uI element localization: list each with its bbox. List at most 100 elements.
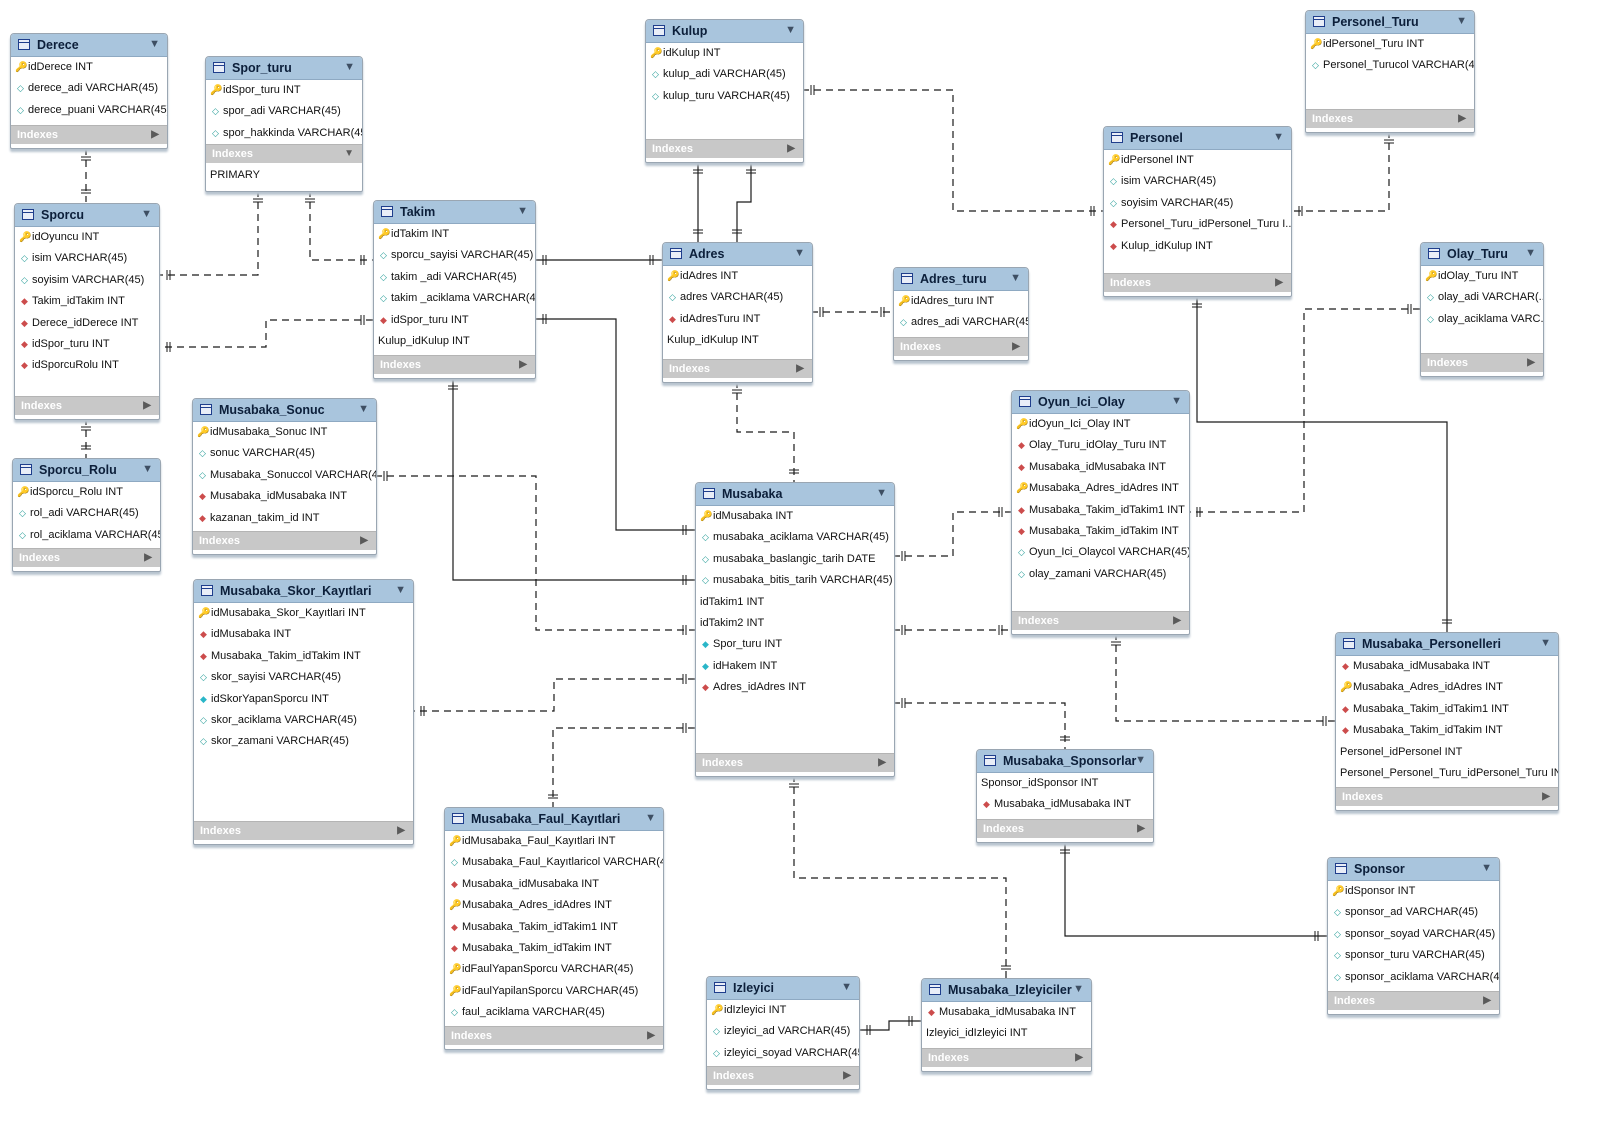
table-izleyici[interactable]: Izleyici▼🔑idIzleyici INT◇izleyici_ad VAR… — [706, 976, 860, 1090]
column-row[interactable]: 🔑idSpor_turu INT — [206, 80, 362, 101]
column-row[interactable]: ◆Musabaka_Takim_idTakim1 INT — [445, 917, 663, 938]
column-row[interactable]: ◇sponsor_ad VARCHAR(45) — [1328, 902, 1499, 923]
chevron-down-icon[interactable]: ▼ — [142, 463, 153, 475]
column-row[interactable]: ◇derece_adi VARCHAR(45) — [11, 78, 167, 99]
table-sponsor[interactable]: Sponsor▼🔑idSponsor INT◇sponsor_ad VARCHA… — [1327, 857, 1500, 1015]
column-row[interactable]: ◆Musabaka_idMusabaka INT — [1336, 656, 1558, 677]
table-header[interactable]: Adres▼ — [663, 243, 812, 266]
column-row[interactable]: ◇izleyici_soyad VARCHAR(45) — [707, 1043, 859, 1064]
column-row[interactable]: ◇spor_adi VARCHAR(45) — [206, 101, 362, 122]
indexes-bar[interactable]: Indexes▶ — [894, 337, 1028, 356]
relationship-line[interactable] — [1196, 295, 1448, 632]
chevron-down-icon[interactable]: ▼ — [141, 208, 152, 220]
column-row[interactable]: ◇soyisim VARCHAR(45) — [1104, 193, 1291, 214]
column-row[interactable]: ◆idSpor_turu INT — [374, 310, 535, 331]
column-row[interactable]: ◇skor_zamani VARCHAR(45) — [194, 731, 413, 752]
table-header[interactable]: Musabaka_Izleyiciler▼ — [922, 979, 1091, 1002]
column-row[interactable]: idTakim2 INT — [696, 613, 894, 634]
column-row[interactable]: ◇kulup_turu VARCHAR(45) — [646, 86, 803, 107]
relationship-line[interactable] — [893, 702, 1066, 749]
triangle-right-icon[interactable]: ▶ — [151, 129, 159, 140]
indexes-bar[interactable]: Indexes▶ — [1104, 273, 1291, 292]
chevron-down-icon[interactable]: ▼ — [1171, 395, 1182, 407]
column-row[interactable]: 🔑Musabaka_Adres_idAdres INT — [445, 895, 663, 916]
column-row[interactable]: ◆Takim_idTakim INT — [15, 291, 159, 312]
relationship-line[interactable] — [452, 377, 695, 581]
column-row[interactable]: ◆Musabaka_Takim_idTakim INT — [445, 938, 663, 959]
chevron-down-icon[interactable]: ▼ — [395, 584, 406, 596]
table-derece[interactable]: Derece▼🔑idDerece INT◇derece_adi VARCHAR(… — [10, 33, 168, 149]
table-musabaka-sponsorlar[interactable]: Musabaka_Sponsorlar▼Sponsor_idSponsor IN… — [976, 749, 1154, 843]
column-row[interactable]: ◇Musabaka_Faul_Kayıtlaricol VARCHAR(45) — [445, 852, 663, 873]
chevron-down-icon[interactable]: ▼ — [1481, 862, 1492, 874]
column-row[interactable]: 🔑Musabaka_Adres_idAdres INT — [1012, 478, 1189, 499]
column-row[interactable]: ◇soyisim VARCHAR(45) — [15, 270, 159, 291]
indexes-bar[interactable]: Indexes▶ — [1328, 991, 1499, 1010]
column-row[interactable]: 🔑idMusabaka INT — [696, 506, 894, 527]
table-personel-turu[interactable]: Personel_Turu▼🔑idPersonel_Turu INT◇Perso… — [1305, 10, 1475, 133]
column-row[interactable]: ◇takim _aciklama VARCHAR(45) — [374, 288, 535, 309]
chevron-down-icon[interactable]: ▼ — [785, 24, 796, 36]
relationship-line[interactable] — [858, 1020, 921, 1031]
triangle-right-icon[interactable]: ▶ — [397, 825, 405, 836]
column-row[interactable]: ◇olay_adi VARCHAR(... — [1421, 287, 1543, 308]
table-kulup[interactable]: Kulup▼🔑idKulup INT◇kulup_adi VARCHAR(45)… — [645, 19, 804, 163]
chevron-down-icon[interactable]: ▼ — [645, 812, 656, 824]
chevron-down-icon[interactable]: ▼ — [794, 247, 805, 259]
table-musabaka-faul[interactable]: Musabaka_Faul_Kayıtlari▼🔑idMusabaka_Faul… — [444, 807, 664, 1050]
triangle-right-icon[interactable]: ▶ — [1483, 995, 1491, 1006]
column-row[interactable]: 🔑Musabaka_Adres_idAdres INT — [1336, 677, 1558, 698]
table-sporcu-rolu[interactable]: Sporcu_Rolu▼🔑idSporcu_Rolu INT◇rol_adi V… — [12, 458, 161, 572]
column-row[interactable]: 🔑idAdres_turu INT — [894, 291, 1028, 312]
column-row[interactable]: ◇isim VARCHAR(45) — [15, 248, 159, 269]
table-header[interactable]: Sporcu_Rolu▼ — [13, 459, 160, 482]
column-row[interactable]: 🔑idTakim INT — [374, 224, 535, 245]
column-row[interactable]: ◆Musabaka_idMusabaka INT — [1012, 457, 1189, 478]
column-row[interactable]: ◆idMusabaka INT — [194, 624, 413, 645]
chevron-down-icon[interactable]: ▼ — [1456, 15, 1467, 27]
column-row[interactable]: 🔑idMusabaka_Sonuc INT — [193, 422, 376, 443]
indexes-bar[interactable]: Indexes▶ — [15, 396, 159, 415]
table-sporcu[interactable]: Sporcu▼🔑idOyuncu INT◇isim VARCHAR(45)◇so… — [14, 203, 160, 420]
column-row[interactable]: 🔑idSponsor INT — [1328, 881, 1499, 902]
chevron-down-icon[interactable]: ▼ — [358, 403, 369, 415]
triangle-right-icon[interactable]: ▶ — [1542, 791, 1550, 802]
relationship-line[interactable] — [412, 678, 695, 712]
column-row[interactable]: ◆Personel_Turu_idPersonel_Turu I... — [1104, 214, 1291, 235]
column-row[interactable]: ◆idSkorYapanSporcu INT — [194, 689, 413, 710]
column-row[interactable]: ◆Adres_idAdres INT — [696, 677, 894, 698]
relationship-line[interactable] — [158, 319, 373, 348]
column-row[interactable]: ◆Derece_idDerece INT — [15, 313, 159, 334]
triangle-right-icon[interactable]: ▶ — [143, 400, 151, 411]
indexes-bar[interactable]: Indexes▶ — [663, 359, 812, 378]
column-row[interactable]: ◇adres_adi VARCHAR(45) — [894, 312, 1028, 333]
table-header[interactable]: Personel_Turu▼ — [1306, 11, 1474, 34]
table-adres[interactable]: Adres▼🔑idAdres INT◇adres VARCHAR(45)◆idA… — [662, 242, 813, 383]
relationship-line[interactable] — [552, 727, 695, 807]
column-row[interactable]: 🔑idMusabaka_Faul_Kayıtlari INT — [445, 831, 663, 852]
column-row[interactable]: ◇kulup_adi VARCHAR(45) — [646, 64, 803, 85]
column-row[interactable]: ◆idHakem INT — [696, 656, 894, 677]
indexes-bar[interactable]: Indexes▶ — [374, 355, 535, 374]
table-adres-turu[interactable]: Adres_turu▼🔑idAdres_turu INT◇adres_adi V… — [893, 267, 1029, 361]
chevron-down-icon[interactable]: ▼ — [1525, 247, 1536, 259]
column-row[interactable]: ◆Musabaka_Takim_idTakim INT — [1012, 521, 1189, 542]
table-header[interactable]: Takim▼ — [374, 201, 535, 224]
column-row[interactable]: ◇musabaka_baslangic_tarih DATE — [696, 549, 894, 570]
chevron-down-icon[interactable]: ▼ — [841, 981, 852, 993]
triangle-right-icon[interactable]: ▶ — [1458, 113, 1466, 124]
indexes-bar[interactable]: Indexes▶ — [445, 1026, 663, 1045]
column-row[interactable]: 🔑idPersonel_Turu INT — [1306, 34, 1474, 55]
column-row[interactable]: ◇izleyici_ad VARCHAR(45) — [707, 1021, 859, 1042]
table-header[interactable]: Oyun_Ici_Olay▼ — [1012, 391, 1189, 414]
table-header[interactable]: Sponsor▼ — [1328, 858, 1499, 881]
column-row[interactable]: 🔑idKulup INT — [646, 43, 803, 64]
table-personel[interactable]: Personel▼🔑idPersonel INT◇isim VARCHAR(45… — [1103, 126, 1292, 297]
indexes-bar[interactable]: Indexes▼ — [206, 144, 362, 164]
table-musabaka-skor[interactable]: Musabaka_Skor_Kayıtlari▼🔑idMusabaka_Skor… — [193, 579, 414, 845]
index-item[interactable]: PRIMARY — [210, 169, 260, 182]
column-row[interactable]: ◇Oyun_Ici_Olaycol VARCHAR(45) — [1012, 542, 1189, 563]
column-row[interactable]: ◇skor_aciklama VARCHAR(45) — [194, 710, 413, 731]
table-header[interactable]: Izleyici▼ — [707, 977, 859, 1000]
table-header[interactable]: Musabaka▼ — [696, 483, 894, 506]
